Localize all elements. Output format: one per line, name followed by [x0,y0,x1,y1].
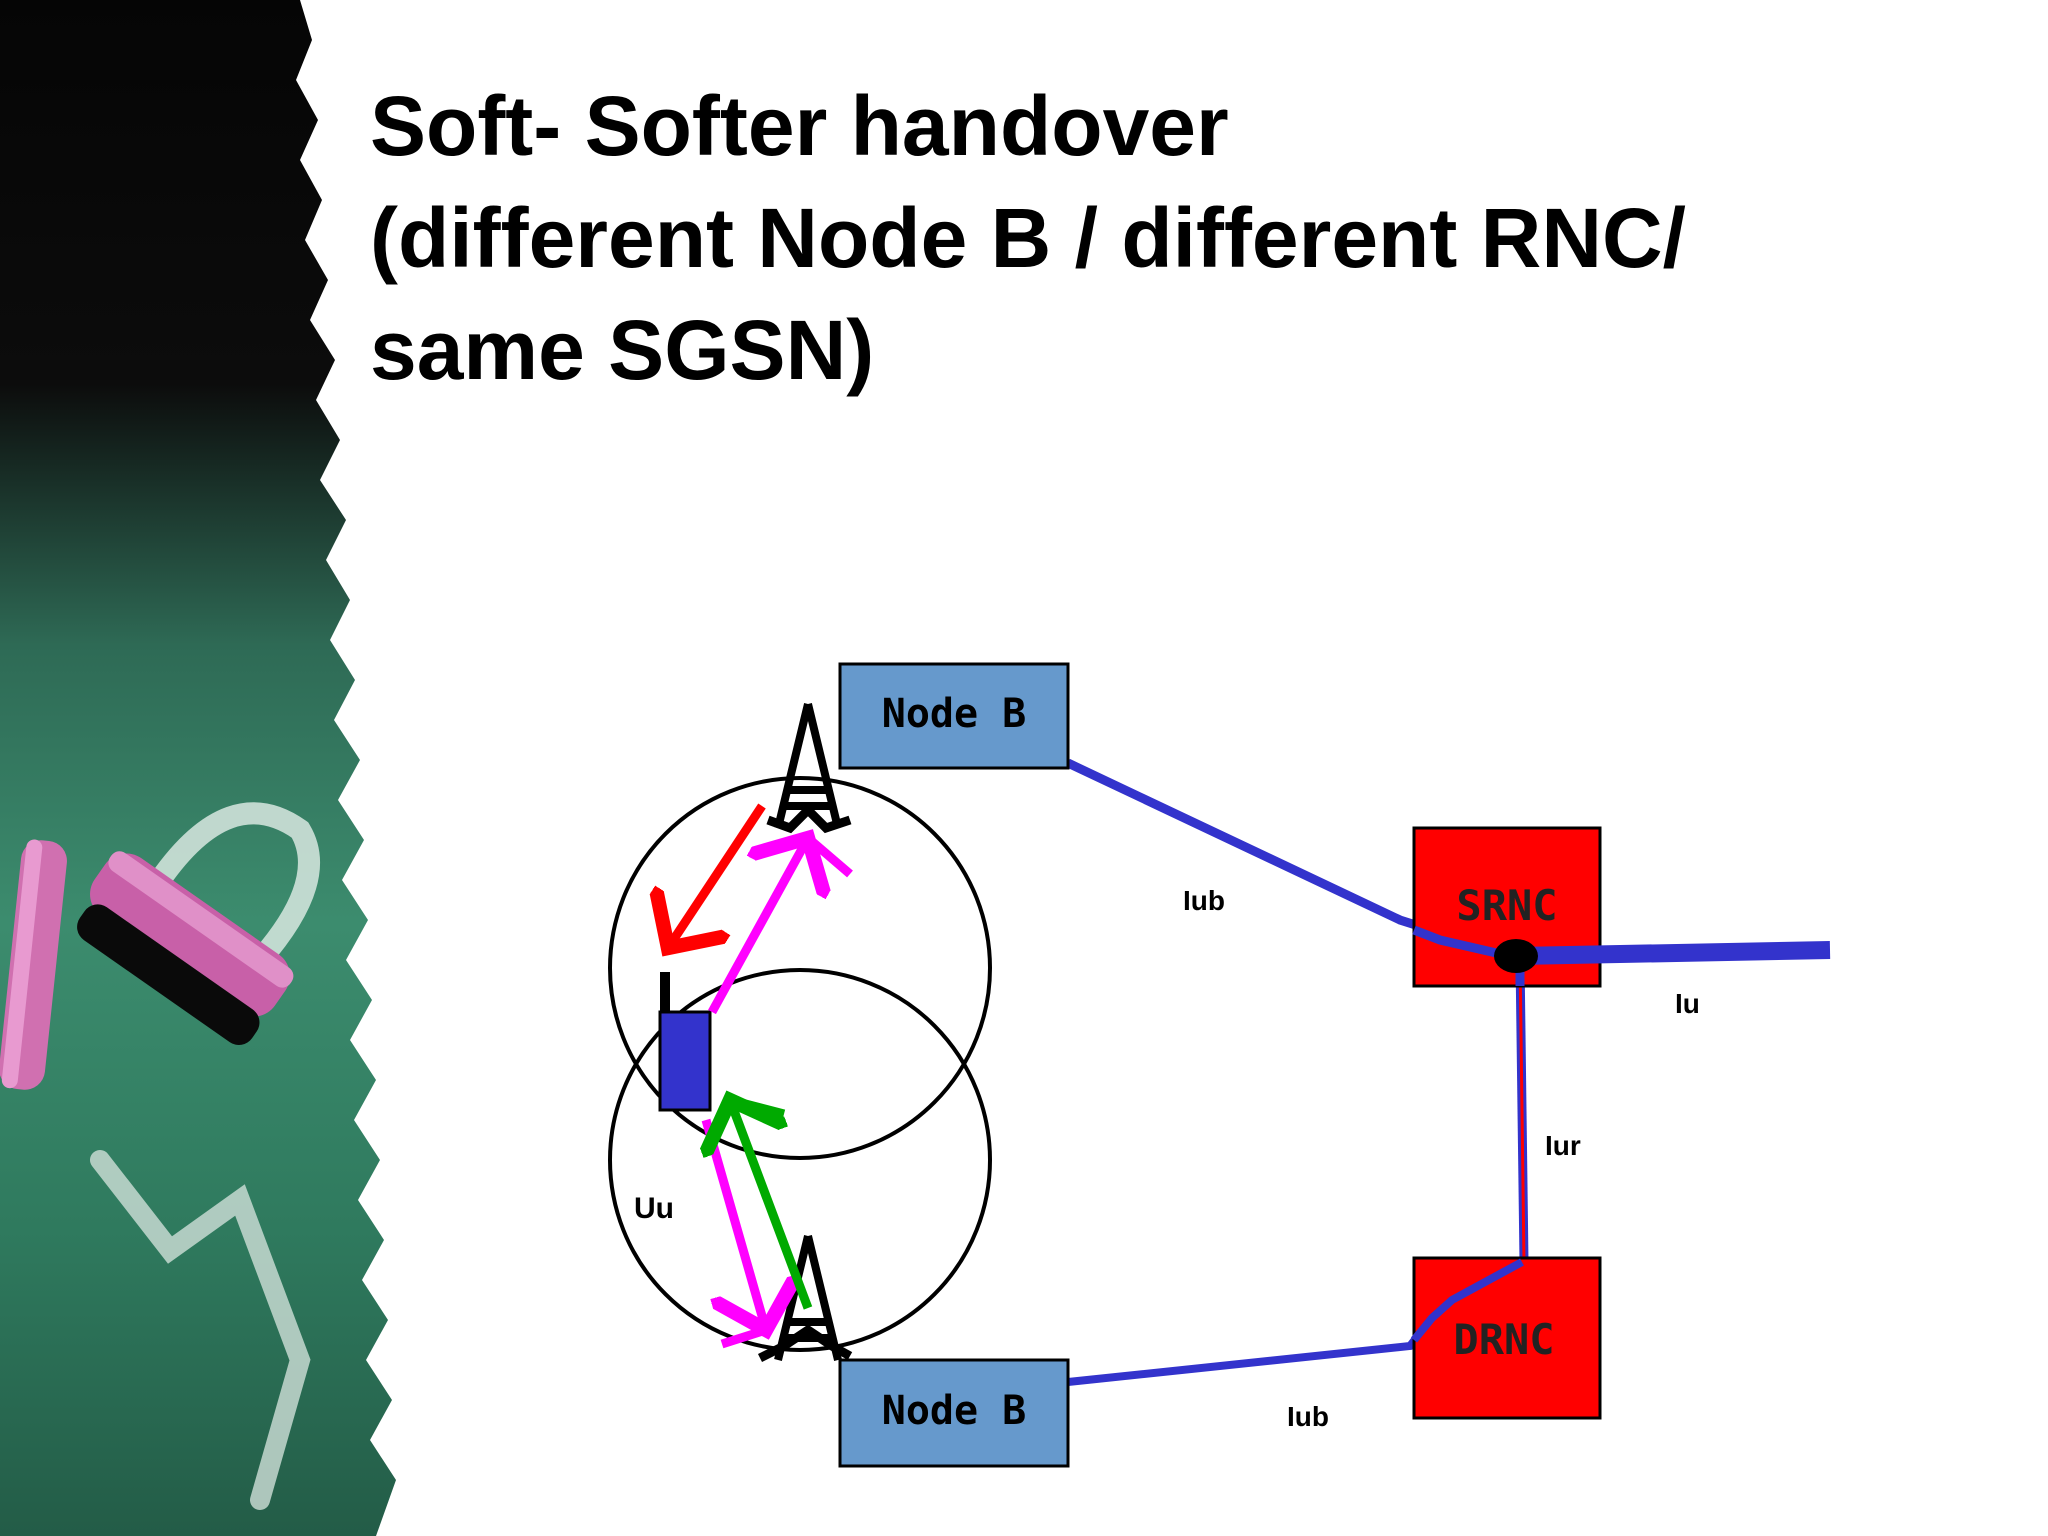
iub-bottom-label: Iub [1287,1401,1329,1432]
node-b-top-label: Node B [882,691,1027,737]
arrow-magenta-tail-top [805,834,853,878]
chalk-scribble [149,802,320,971]
node-b-top-box [838,662,1070,770]
uu-label: Uu [634,1192,674,1225]
slide-title: Soft- Softer handover (different Node B … [370,70,1930,406]
mobile-terminal [658,1010,712,1112]
arrow-green-downlink [730,1100,813,1310]
srnc-label: SRNC [1456,881,1557,930]
drnc-label: DRNC [1453,1315,1554,1364]
mobile-antenna [660,972,670,1016]
title-line-2: (different Node B / different RNC/ [370,191,1686,285]
iub-link-top-end [1412,925,1520,963]
iu-label: Iu [1675,988,1700,1019]
iur-label: Iur [1545,1130,1581,1161]
node-b-bottom-label: Node B [882,1388,1027,1434]
chalk-stick [0,839,67,1090]
title-line-3: same SGSN) [370,303,875,397]
arrow-magenta-tail-bottom [720,1325,768,1349]
srnc-connection-point [1494,939,1538,973]
chalkboard-decoration [0,0,396,1536]
cell-coverage-top [608,776,992,1160]
chalk-scribble [90,1150,311,1510]
node-b-bottom-box [838,1358,1070,1468]
cell-coverage-bottom [608,968,992,1352]
iub-top-label: Iub [1183,885,1225,916]
iub-link-bottom-end [1410,1258,1524,1343]
arrow-red-downlink [668,803,766,948]
title-line-1: Soft- Softer handover [370,79,1229,173]
iur-link-inner [1518,957,1526,1263]
arrow-magenta-uplink-top [708,838,808,1015]
arrow-green-tail [728,1095,786,1119]
chalk-stick [77,851,294,1046]
antenna-tower-top-icon [766,703,852,834]
drnc-box [1412,1256,1602,1420]
iu-link [1517,941,1831,965]
